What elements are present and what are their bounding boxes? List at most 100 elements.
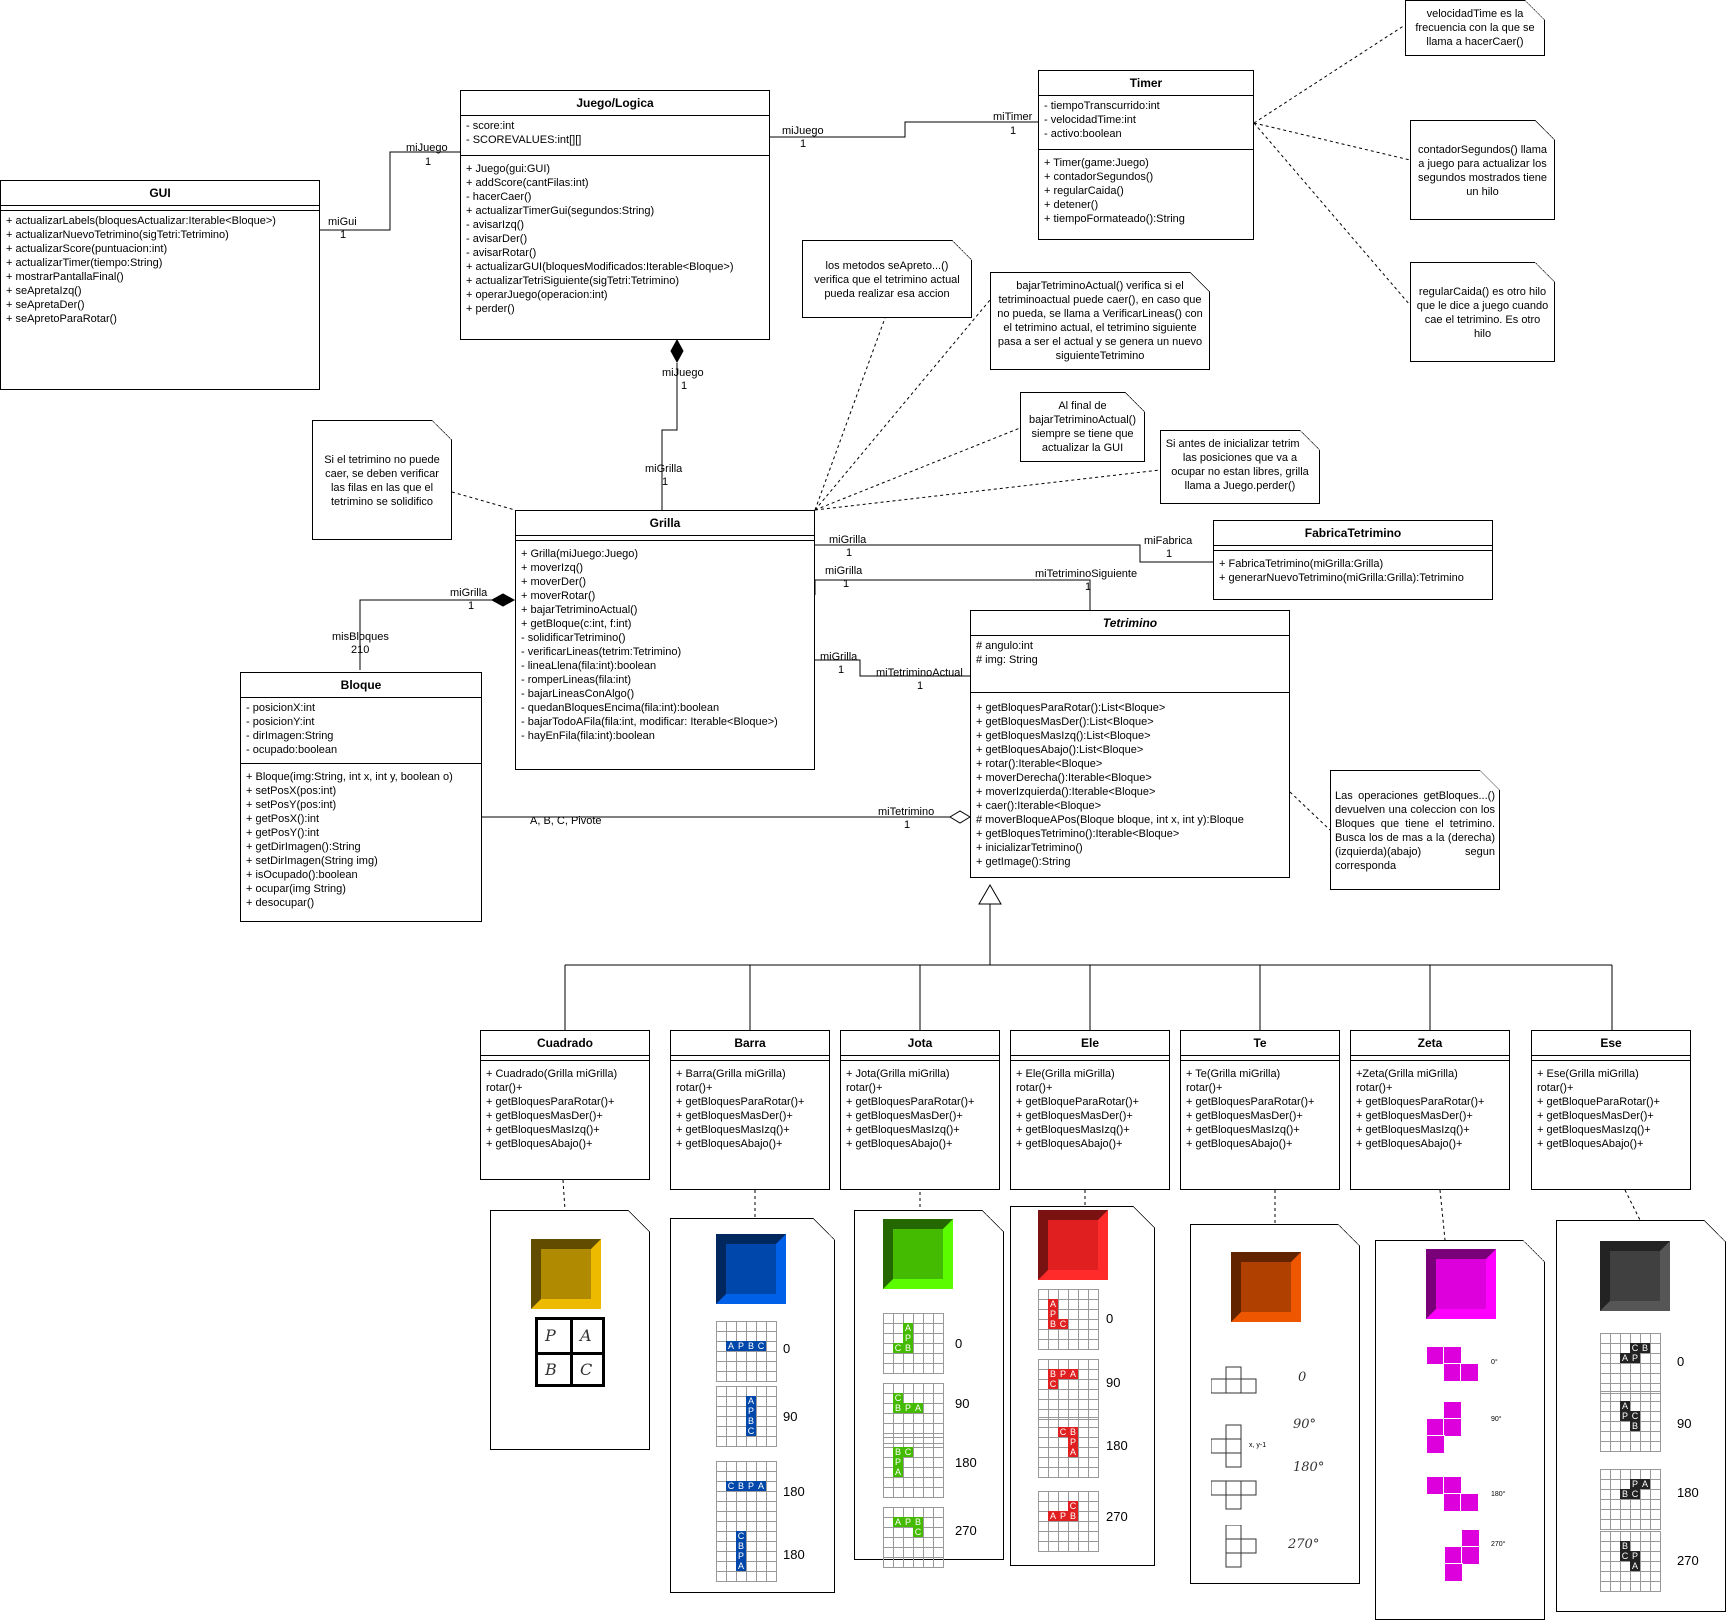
method-section: + Timer(game:Juego)+ contadorSegundos()+…	[1039, 150, 1253, 229]
member-line: + tiempoFormateado():String	[1044, 213, 1185, 225]
member-line: - lineaLlena(fila:int):boolean	[521, 660, 657, 672]
class-title: Timer	[1039, 71, 1253, 96]
attr-section	[671, 1056, 829, 1061]
note-lasoperaciones: Las operaciones getBloques...() devuelve…	[1330, 770, 1500, 890]
member-line: + caer():Iterable<Bloque>	[976, 800, 1102, 812]
te-block-icon	[1231, 1252, 1301, 1322]
label-mult: 1	[662, 476, 669, 488]
member-line: + rotar():Iterable<Bloque>	[976, 758, 1103, 770]
assoc-juego-grilla	[661, 363, 678, 510]
member-line: + seApretaDer()	[6, 299, 85, 311]
attr-section	[1, 206, 319, 211]
composition-diamond-juego	[670, 338, 684, 364]
member-line: + FabricaTetrimino(miGrilla:Grilla)	[1219, 558, 1384, 570]
label-mult: 1	[1166, 548, 1173, 560]
member-line: - score:int	[466, 120, 515, 132]
member-line: + setDirImagen(String img)	[246, 855, 378, 867]
attr-section: - score:int- SCOREVALUES:int[][]	[461, 116, 769, 156]
label-mult: 1	[425, 156, 432, 168]
label-mitetrimino: miTetrimino	[878, 806, 935, 818]
member-line: + moverRotar()	[521, 590, 596, 602]
member-line: + setPosX(pos:int)	[246, 785, 337, 797]
member-line: + seApretaIzq()	[6, 285, 82, 297]
piece-doc-cuadrado: P A B C	[490, 1210, 650, 1450]
note-contador: contadorSegundos() llama a juego para ac…	[1410, 120, 1555, 220]
member-line: - avisarIzq()	[466, 219, 525, 231]
member-line: + actualizarLabels(bloquesActualizar:Ite…	[6, 215, 276, 227]
member-line: + moverIzquierda():Iterable<Bloque>	[976, 786, 1156, 798]
ele-block-icon	[1038, 1210, 1108, 1280]
member-line: + getBloquesParaRotar()+	[1186, 1096, 1315, 1108]
angle-label: 90	[783, 1409, 798, 1424]
member-line: + regularCaida()	[1044, 185, 1124, 197]
class-title: GUI	[1, 181, 319, 206]
note-bajar: bajarTetriminoActual() verifica si el te…	[990, 272, 1210, 370]
cell-a: A	[580, 1326, 592, 1345]
attr-section: - posicionX:int- posicionY:int- dirImage…	[241, 698, 481, 764]
member-line: rotar()+	[1537, 1082, 1574, 1094]
attr-section	[1181, 1056, 1339, 1061]
member-line: # moverBloqueAPos(Bloque bloque, int x, …	[976, 814, 1244, 826]
member-line: - dirImagen:String	[246, 730, 334, 742]
member-line: + actualizarGUI(bloquesModificados:Itera…	[466, 261, 734, 273]
member-line: - activo:boolean	[1044, 128, 1122, 140]
member-line: + actualizarTimer(tiempo:String)	[6, 257, 163, 269]
member-line: - hayEnFila(fila:int):boolean	[521, 730, 655, 742]
member-line: + getBloquesMasIzq()+	[1186, 1124, 1300, 1136]
label-mitetriminosiguiente: miTetriminoSiguiente	[1035, 568, 1138, 580]
member-line: + getImage():String	[976, 856, 1071, 868]
assoc-grilla-fabrica	[815, 544, 1213, 563]
class-title: Barra	[671, 1031, 829, 1056]
member-line: - tiempoTranscurrido:int	[1044, 100, 1160, 112]
label-mult: 1	[800, 138, 807, 150]
angle-label: 180°	[1293, 1460, 1325, 1475]
attr-section: # angulo:int# img: String	[971, 636, 1289, 693]
member-line: + getBloquesMasDer():List<Bloque>	[976, 716, 1154, 728]
member-line: rotar()+	[1016, 1082, 1053, 1094]
member-line: + inicializarTetrimino()	[976, 842, 1083, 854]
generalization-triangle	[978, 884, 1002, 905]
angle-label: 270	[1106, 1509, 1128, 1524]
member-line: + addScore(cantFilas:int)	[466, 177, 589, 189]
class-barra: Barra + Barra(Grilla miGrilla)rotar()++ …	[670, 1030, 830, 1190]
label-mult: 1	[1085, 581, 1092, 593]
member-line: + seApretoParaRotar()	[6, 313, 117, 325]
angle-label: 90	[955, 1396, 970, 1411]
angle-label: 0	[955, 1336, 963, 1351]
method-section: + FabricaTetrimino(miGrilla:Grilla)+ gen…	[1214, 551, 1492, 588]
member-line: + bajarTetriminoActual()	[521, 604, 638, 616]
label-mult: 1	[838, 664, 845, 676]
member-line: + getPosX():int	[246, 813, 320, 825]
method-section: +Zeta(Grilla miGrilla)rotar()++ getBloqu…	[1351, 1061, 1509, 1154]
class-juego-logica: Juego/Logica - score:int- SCOREVALUES:in…	[460, 90, 770, 340]
cell-p: P	[545, 1326, 556, 1345]
label-mult: 1	[904, 819, 911, 831]
member-line: + getBloquesMasIzq()+	[486, 1124, 600, 1136]
attr-section	[516, 536, 814, 541]
barra-block-icon	[716, 1234, 786, 1304]
member-line: + ocupar(img String)	[246, 883, 346, 895]
member-line: - avisarDer()	[466, 233, 528, 245]
member-line: + getBloquesAbajo()+	[486, 1138, 593, 1150]
member-line: rotar()+	[846, 1082, 883, 1094]
attr-section	[1214, 546, 1492, 551]
angle-label: 270°	[1288, 1537, 1320, 1552]
class-bloque: Bloque - posicionX:int- posicionY:int- d…	[240, 672, 482, 922]
label-mifabrica: miFabrica	[1144, 535, 1193, 547]
angle-label: 0	[1298, 1370, 1307, 1385]
label-migrilla-fabrica: miGrilla	[829, 534, 867, 546]
zeta-shape-270	[1444, 1529, 1504, 1583]
assoc-grilla-bloque	[359, 599, 492, 670]
member-line: - bajarTodoAFila(fila:int, modificar: It…	[521, 716, 778, 728]
note-siantes: Si antes de inicializar tetrimino las po…	[1160, 430, 1320, 504]
piece-doc-zeta: 0° 90° 180° 270°	[1375, 1240, 1545, 1620]
label-mijuego-gui: miJuego	[406, 142, 448, 154]
